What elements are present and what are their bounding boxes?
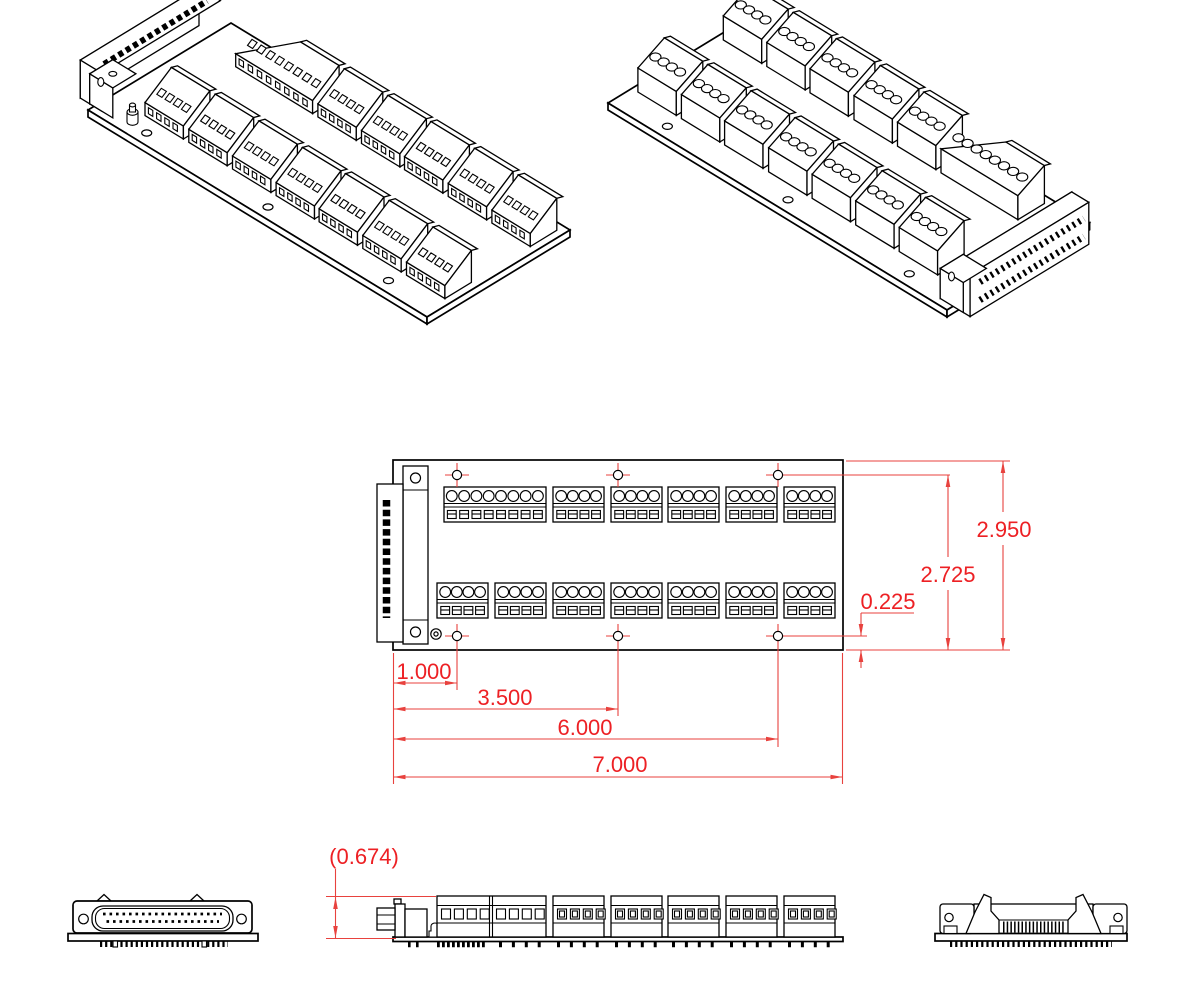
jackscrew-hole <box>409 626 422 638</box>
terminal-block-profile <box>552 895 606 938</box>
terminal-block <box>443 486 547 523</box>
terminal-block <box>783 486 836 523</box>
pin-row-lower <box>978 233 1086 303</box>
terminal-block <box>552 486 605 523</box>
dim-label-0674: (0.674) <box>329 844 399 869</box>
wide-pin <box>112 940 119 948</box>
dim-label-2725: 2.725 <box>920 562 975 587</box>
bracket-hole <box>947 271 956 282</box>
jackscrew-hole <box>1113 912 1123 923</box>
terminal-block-profile <box>436 895 547 938</box>
terminal-block-profile <box>725 895 779 938</box>
terminal-block <box>552 582 605 619</box>
terminal-block <box>667 486 720 523</box>
end-view-rear <box>934 893 1128 947</box>
jackscrew-hole <box>944 912 954 923</box>
terminal-block <box>725 582 778 619</box>
pcb-edge <box>392 936 844 943</box>
end-view-dsub-face <box>67 893 259 948</box>
dsub-profile <box>376 898 442 938</box>
jackscrew-hole <box>236 913 247 925</box>
mounting-hole <box>661 122 674 131</box>
terminal-block <box>610 582 663 619</box>
jackscrew-hole <box>409 472 422 484</box>
elevation-dimension: (0.674) <box>326 844 436 940</box>
terminal-block <box>494 582 547 619</box>
pin-entry-row <box>102 0 209 67</box>
terminal-block <box>610 486 663 523</box>
terminal-block-profile <box>667 895 721 938</box>
isometric-view-wire-side <box>79 0 572 326</box>
pin-row-upper <box>978 215 1086 285</box>
dsub-connector-iso <box>79 0 222 120</box>
terminal-block <box>725 486 778 523</box>
terminal-block-end <box>965 893 1000 935</box>
terminal-block <box>783 582 836 619</box>
latch-tab <box>95 893 113 902</box>
bracket-top-hole <box>108 70 118 77</box>
mounting-hole <box>382 276 395 285</box>
terminal-block-profile <box>610 895 664 938</box>
terminal-block-end <box>1067 893 1102 935</box>
dim-label-1000: 1.000 <box>396 659 451 684</box>
standoff-iso <box>126 102 139 126</box>
front-elevation-view: (0.674) <box>326 844 844 948</box>
bracket-foot <box>1109 925 1124 935</box>
plan-dimensions: 1.000 3.500 6.000 7.000 2.950 2.725 0.22… <box>392 460 1032 784</box>
plan-view <box>376 459 844 651</box>
dim-label-6000: 6.000 <box>557 715 612 740</box>
mounting-hole <box>141 129 153 137</box>
jackscrew-hole <box>78 913 89 925</box>
dim-label-0225: 0.225 <box>860 589 915 614</box>
terminal-block <box>436 582 489 619</box>
mounting-hole <box>262 203 274 211</box>
dsub-connector-iso <box>938 190 1091 318</box>
dim-label-2950: 2.950 <box>976 517 1031 542</box>
isometric-view-connector-side <box>606 0 1092 319</box>
terminal-block <box>667 582 720 619</box>
terminal-block-profile <box>783 895 837 938</box>
latch-tab <box>188 893 206 902</box>
ground-lug-center <box>433 631 439 637</box>
dsub-connector-plan <box>376 465 442 645</box>
mounting-hole <box>903 270 915 278</box>
pcb-edge <box>934 932 1128 942</box>
dim-label-7000: 7.000 <box>592 752 647 777</box>
board-edge-right <box>426 228 571 326</box>
dim-label-3500: 3.500 <box>477 685 532 710</box>
bracket-foot <box>943 925 958 935</box>
wide-pin <box>201 940 208 948</box>
bracket-hole <box>97 77 105 87</box>
pcb-edge <box>67 932 259 942</box>
mounting-hole <box>782 196 794 204</box>
dsub-shell-inner <box>94 907 231 930</box>
